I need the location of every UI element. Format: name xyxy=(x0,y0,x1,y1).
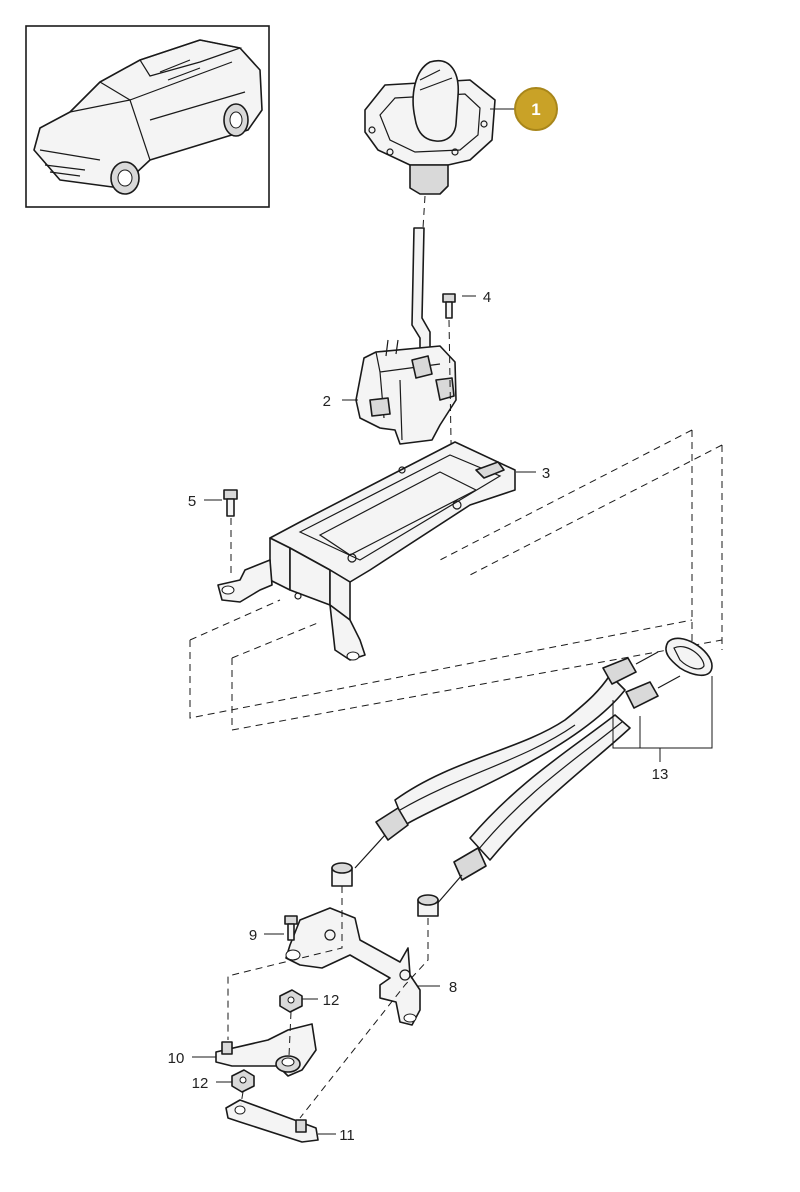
gear-knob-assembly[interactable] xyxy=(364,59,496,195)
screw-5[interactable] xyxy=(223,489,238,517)
callout-3-label[interactable]: 3 xyxy=(542,465,550,482)
bracket-base-plate[interactable] xyxy=(217,441,516,661)
callout-10-label[interactable]: 10 xyxy=(168,1050,185,1067)
callout-2-label[interactable]: 2 xyxy=(323,393,331,410)
callout-12b-label[interactable]: 12 xyxy=(192,1075,209,1092)
bushing-left[interactable] xyxy=(331,862,353,887)
shift-mechanism[interactable] xyxy=(355,227,457,445)
callout-1-badge[interactable]: 1 xyxy=(514,87,558,131)
nut-12-lower[interactable] xyxy=(231,1069,255,1093)
screw-4[interactable] xyxy=(442,293,456,319)
callout-5-label[interactable]: 5 xyxy=(188,493,196,510)
vehicle-thumbnail[interactable] xyxy=(25,25,270,208)
selector-lever-10[interactable] xyxy=(215,1023,317,1077)
bushing-right[interactable] xyxy=(417,894,439,917)
lower-dashed-lines xyxy=(227,886,429,1119)
callout-13-bracket xyxy=(612,676,713,762)
callout-9-label[interactable]: 9 xyxy=(249,927,257,944)
nut-12-upper[interactable] xyxy=(279,989,303,1013)
callout-4-label[interactable]: 4 xyxy=(483,289,491,306)
suv-vehicle-icon xyxy=(33,39,263,195)
shift-cables[interactable] xyxy=(354,637,713,906)
selector-lever-11[interactable] xyxy=(225,1099,319,1143)
callout-8-label[interactable]: 8 xyxy=(449,979,457,996)
screw-9[interactable] xyxy=(284,915,298,941)
callout-11-label[interactable]: 11 xyxy=(339,1127,355,1144)
callout-1-label: 1 xyxy=(531,100,540,119)
callout-13-label[interactable]: 13 xyxy=(652,766,669,783)
leader-lines xyxy=(192,108,536,1135)
assembly-dashed-frame xyxy=(189,429,723,731)
callout-12a-label[interactable]: 12 xyxy=(323,992,340,1009)
cable-bracket-8[interactable] xyxy=(285,907,421,1026)
